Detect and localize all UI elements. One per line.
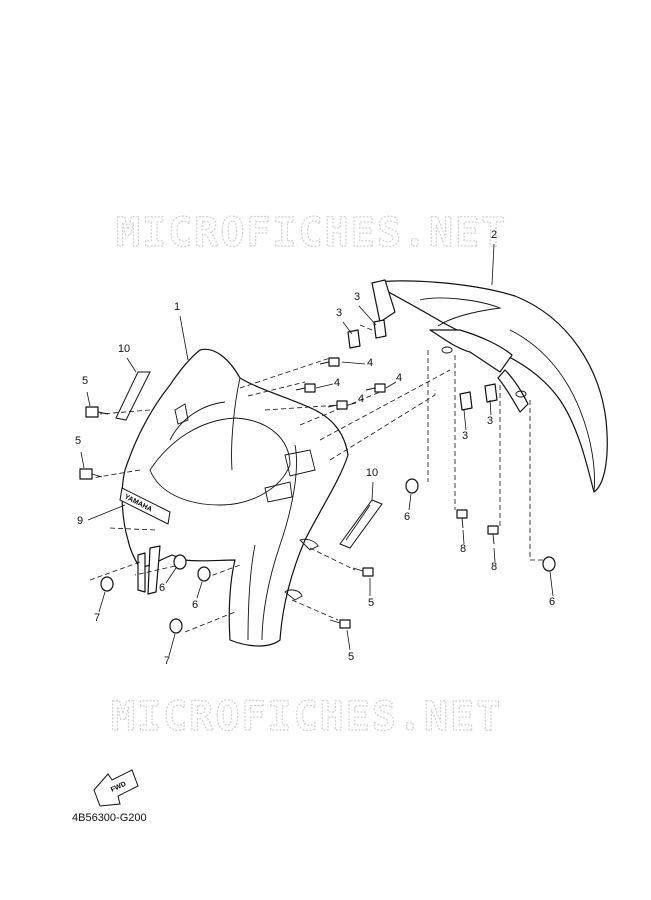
- callout-5: 5: [348, 651, 354, 663]
- callout-10: 10: [366, 467, 378, 479]
- bolts: [79, 357, 499, 629]
- callout-6: 6: [159, 582, 165, 594]
- callout-3: 3: [336, 307, 342, 319]
- fwd-arrow-icon: FWD: [93, 769, 139, 807]
- callout-3: 3: [462, 430, 468, 442]
- callout-2: 2: [491, 229, 497, 241]
- nuts: [347, 319, 498, 411]
- callout-5: 5: [75, 435, 81, 447]
- callout-10: 10: [118, 343, 130, 355]
- callout-7: 7: [164, 655, 170, 667]
- callout-4: 4: [358, 393, 364, 405]
- callout-6: 6: [404, 511, 410, 523]
- callout-8: 8: [460, 543, 466, 555]
- callout-4: 4: [396, 372, 402, 384]
- callout-3: 3: [354, 291, 360, 303]
- callout-4: 4: [367, 357, 373, 369]
- callout-4: 4: [334, 377, 340, 389]
- watermark-top: MICROFICHES.NET: [116, 210, 507, 256]
- decal-10-left: [115, 371, 151, 421]
- callout-3: 3: [487, 415, 493, 427]
- callout-7: 7: [94, 612, 100, 624]
- watermark-bottom: MICROFICHES.NET: [111, 694, 502, 740]
- callout-8: 8: [491, 561, 497, 573]
- front-fender: YAMAHA: [119, 348, 349, 647]
- callout-9: 9: [77, 515, 83, 527]
- callout-1: 1: [174, 301, 180, 313]
- decal-10-right: [339, 499, 383, 549]
- callout-5: 5: [368, 597, 374, 609]
- collars: [100, 478, 556, 634]
- leader-lines: [80, 243, 554, 657]
- diagram-code: 4B56300-G200: [72, 812, 147, 824]
- callout-6: 6: [549, 596, 555, 608]
- callout-5: 5: [82, 375, 88, 387]
- callout-6: 6: [192, 599, 198, 611]
- inner-fender: [371, 279, 608, 493]
